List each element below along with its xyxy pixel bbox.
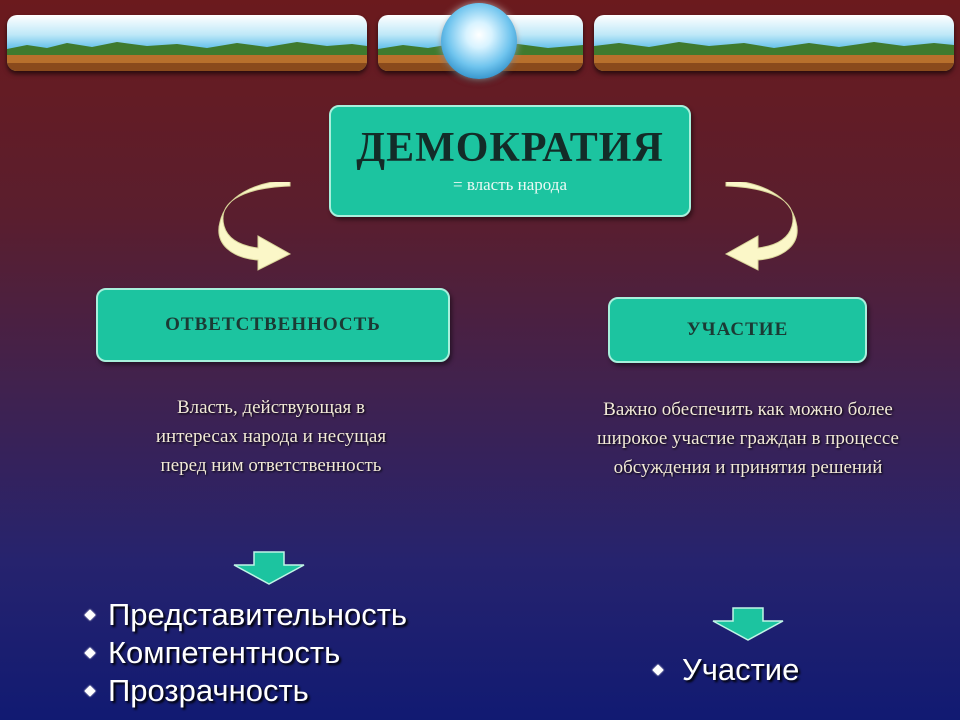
responsibility-label: ОТВЕТСТВЕННОСТЬ <box>165 314 381 335</box>
description-line: обсуждения и принятия решений <box>613 457 883 478</box>
diamond-bullet-icon <box>652 664 664 676</box>
description-line: интересах народа и несущая <box>155 426 387 447</box>
responsibility-principles-list: Представительность Компетентность Прозра… <box>84 596 408 710</box>
list-item: Компетентность <box>84 634 407 672</box>
description-line: перед ним ответственность <box>160 455 382 476</box>
list-item: Участие <box>652 650 800 690</box>
down-arrow-right-icon <box>712 607 784 641</box>
main-concept-box: ДЕМОКРАТИЯ = власть народа <box>329 105 691 217</box>
description-line: Важно обеспечить как можно более <box>603 399 893 420</box>
responsibility-description: Власть, действующая в интересах народа и… <box>96 393 446 480</box>
crystal-globe-icon <box>441 3 517 79</box>
list-item-text: Компетентность <box>108 635 341 670</box>
diamond-bullet-icon <box>84 685 96 697</box>
list-item-text: Прозрачность <box>108 673 309 708</box>
description-line: широкое участие граждан в процессе <box>597 428 899 449</box>
down-arrow-left-icon <box>233 551 305 585</box>
list-item-text: Участие <box>682 652 800 687</box>
landscape-band-right <box>594 15 954 71</box>
participation-label: УЧАСТИЕ <box>686 319 789 340</box>
description-line: Власть, действующая в <box>176 397 366 418</box>
main-subtitle: = власть народа <box>453 175 567 194</box>
curved-arrow-left-icon <box>218 182 292 271</box>
participation-box: УЧАСТИЕ <box>608 297 867 363</box>
main-title: ДЕМОКРАТИЯ <box>356 125 664 171</box>
landscape-band-left <box>7 15 367 71</box>
participation-description: Важно обеспечить как можно более широкое… <box>548 395 948 482</box>
list-item: Представительность <box>84 596 408 634</box>
diamond-bullet-icon <box>84 609 96 621</box>
curved-arrow-right-icon <box>724 182 798 271</box>
participation-principles-list: Участие <box>652 650 800 690</box>
list-item: Прозрачность <box>84 672 407 710</box>
responsibility-box: ОТВЕТСТВЕННОСТЬ <box>96 288 450 362</box>
list-item-text: Представительность <box>108 597 408 632</box>
diamond-bullet-icon <box>84 647 96 659</box>
